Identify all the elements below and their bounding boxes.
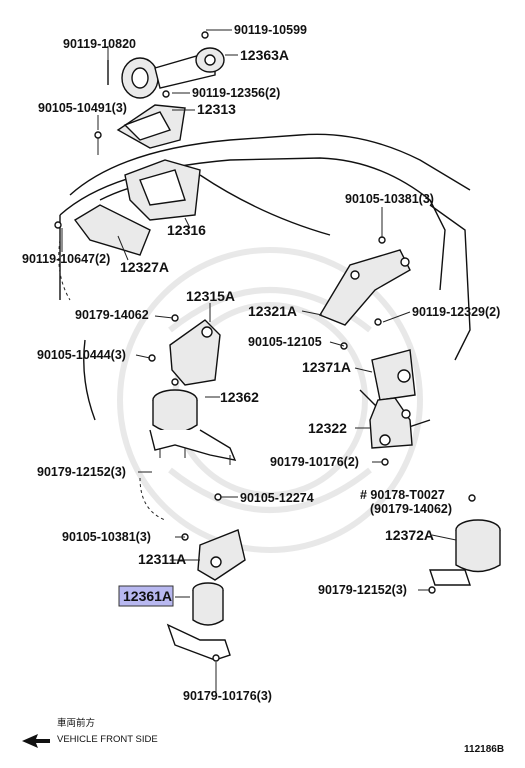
mount-arm-12363A bbox=[107, 31, 225, 99]
part-label: 90179-12152(3) bbox=[37, 465, 126, 479]
arrow-left-icon bbox=[22, 734, 50, 748]
part-label: 12315A bbox=[186, 288, 235, 304]
direction-jp: 車両前方 bbox=[57, 717, 95, 729]
part-label: 90105-12105 bbox=[248, 335, 322, 349]
part-label: 90119-10647(2) bbox=[22, 252, 110, 266]
bracket-12327A bbox=[54, 204, 151, 301]
part-label: 12363A bbox=[240, 47, 289, 63]
part-label: 90105-12274 bbox=[240, 491, 314, 505]
mount-12372A bbox=[428, 494, 501, 594]
part-label: 90179-10176(3) bbox=[183, 689, 272, 703]
engine-block-outline bbox=[59, 133, 471, 431]
highlight-text: 12361A bbox=[123, 588, 172, 604]
part-label: 90179-14062 bbox=[75, 308, 149, 322]
bracket-12321A bbox=[318, 236, 411, 326]
part-label: # 90178-T0027 bbox=[360, 488, 445, 502]
bracket-12322 bbox=[369, 397, 413, 466]
highlighted-part-label[interactable]: 12361A bbox=[118, 585, 174, 607]
mount-12361A bbox=[166, 582, 231, 662]
part-label: 90105-10444(3) bbox=[37, 348, 126, 362]
watermark-logo bbox=[117, 247, 423, 553]
direction-en: VEHICLE FRONT SIDE bbox=[57, 734, 158, 745]
part-label: 90179-10176(2) bbox=[270, 455, 359, 469]
part-label: 12316 bbox=[167, 222, 206, 238]
bracket-12315A bbox=[148, 314, 221, 386]
bracket-12316 bbox=[124, 159, 201, 221]
mount-12371A bbox=[340, 342, 416, 401]
part-label: 90119-10820 bbox=[63, 37, 136, 51]
vehicle-front-indicator: 車両前方 VEHICLE FRONT SIDE bbox=[22, 717, 158, 748]
part-label: 90105-10381(3) bbox=[345, 192, 434, 206]
part-label: (90179-14062) bbox=[370, 502, 452, 516]
part-label: 90105-10491(3) bbox=[38, 101, 127, 115]
part-label: 12327A bbox=[120, 259, 169, 275]
part-label: 90119-10599 bbox=[234, 23, 307, 37]
part-label: 90119-12356(2) bbox=[192, 86, 280, 100]
part-label: 12371A bbox=[302, 359, 351, 375]
part-label: 12322 bbox=[308, 420, 347, 436]
part-label: 90179-12152(3) bbox=[318, 583, 407, 597]
part-label: 12311A bbox=[138, 551, 186, 567]
part-labels: 90119-10599 90119-10820 12363A 90119-123… bbox=[22, 23, 500, 703]
part-label: 90105-10381(3) bbox=[62, 530, 151, 544]
part-label: 12372A bbox=[385, 527, 434, 543]
bracket-12313 bbox=[94, 90, 186, 155]
part-label: 12362 bbox=[220, 389, 259, 405]
part-label: 90119-12329(2) bbox=[412, 305, 500, 319]
bracket-12311A bbox=[181, 493, 246, 581]
figure-id: 112186B bbox=[464, 744, 504, 755]
part-label: 12313 bbox=[197, 101, 236, 117]
highlight-box bbox=[118, 585, 174, 607]
mount-12362 bbox=[149, 378, 237, 465]
leader-lines bbox=[61, 29, 457, 692]
part-label: 12321A bbox=[248, 303, 297, 319]
